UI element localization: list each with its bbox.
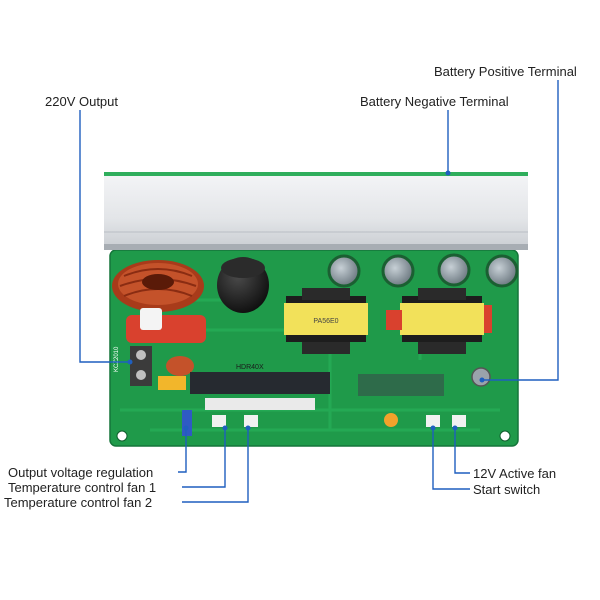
label-temp-fan-1: Temperature control fan 1 xyxy=(8,480,157,495)
status-led xyxy=(384,413,398,427)
label-start-switch: Start switch xyxy=(473,482,541,497)
control-module xyxy=(358,374,444,396)
yellow-capacitor xyxy=(158,376,186,390)
heatsink xyxy=(104,172,528,250)
terminal-block-220v xyxy=(130,346,152,386)
leader-lines xyxy=(79,80,559,503)
leader-temp-fan-1 xyxy=(182,428,226,488)
label-220v-output: 220V Output xyxy=(45,94,118,109)
battery-positive-stud xyxy=(471,367,491,387)
film-capacitor xyxy=(126,315,206,343)
board-model: KCZ2010 xyxy=(114,346,120,372)
capacitor-row xyxy=(327,253,519,288)
label-12v-active-fan: 12V Active fan xyxy=(473,466,557,481)
chip-label: HDR40X xyxy=(236,364,264,371)
leader-temp-fan-2 xyxy=(182,428,249,503)
toroid-coil xyxy=(112,260,204,312)
label-output-voltage-regulation: Output voltage regulation xyxy=(8,465,154,480)
leader-start-switch xyxy=(432,428,470,490)
driver-chip: HDR40X xyxy=(190,364,330,410)
leader-12v-fan xyxy=(454,428,470,474)
transformer xyxy=(386,288,492,354)
inductor xyxy=(166,356,194,376)
label-battery-negative: Battery Negative Terminal xyxy=(360,94,509,109)
transformer-label: PA56E0 xyxy=(313,318,338,325)
transformer: PA56E0 xyxy=(284,288,368,354)
white-clip xyxy=(140,308,162,330)
fan-connectors xyxy=(212,415,466,427)
leader-220v-output xyxy=(79,110,130,363)
leader-dots xyxy=(127,170,485,431)
leader-battery-positive xyxy=(482,80,559,381)
label-battery-positive: Battery Positive Terminal xyxy=(434,64,577,79)
label-temp-fan-2: Temperature control fan 2 xyxy=(4,495,153,510)
capacitor xyxy=(217,257,269,313)
leader-voltage-regulation xyxy=(178,428,187,473)
potentiometer xyxy=(182,410,192,436)
